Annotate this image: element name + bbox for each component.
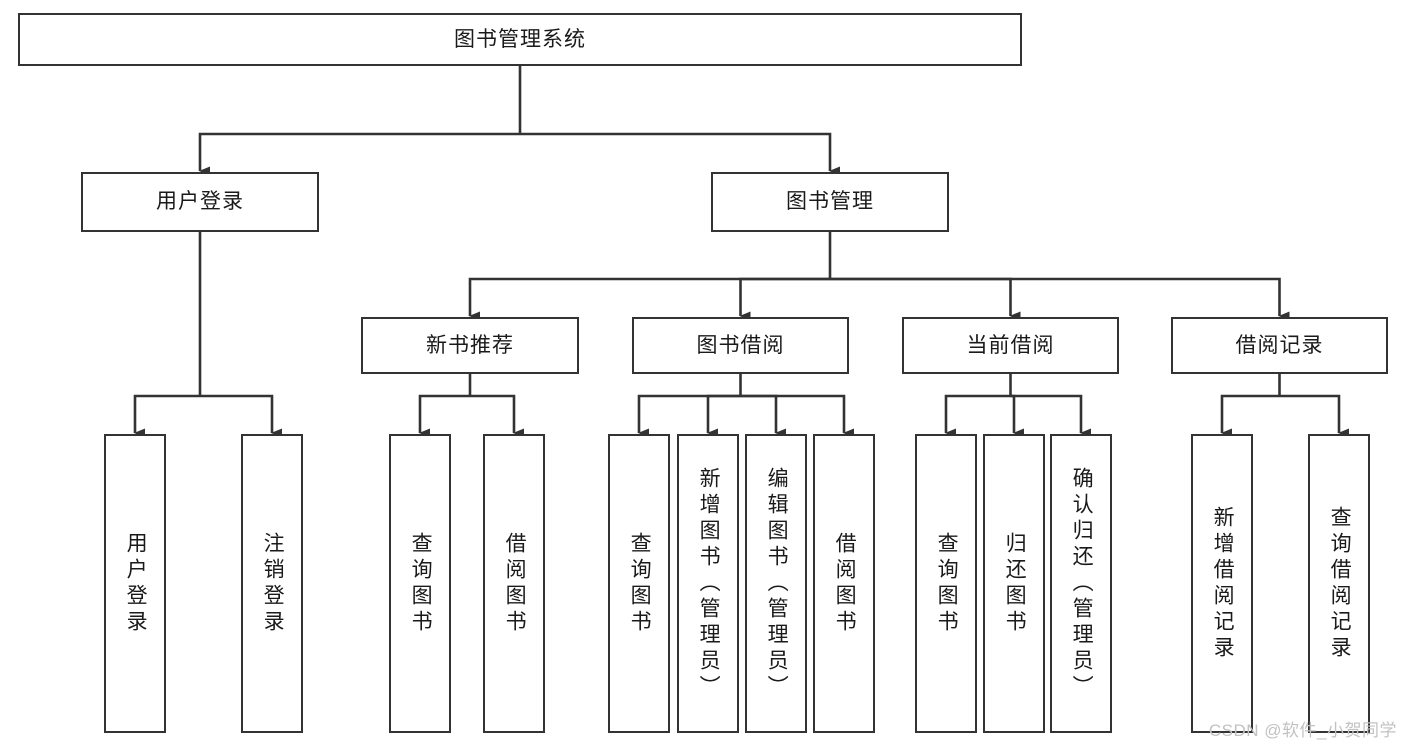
node-l3-editbook[interactable]: 编辑图书（管理员）: [745, 434, 807, 733]
connector-l1-bookmgmt-to-l2-borrow: [739, 277, 830, 321]
connector-l1-login-to-l3-logout: [200, 394, 282, 438]
connector-l2-records-to-l3-queryrec: [1279, 394, 1349, 438]
connector-root-to-l1-bookmgmt: [520, 132, 840, 176]
node-l3-queryrec[interactable]: 查询借阅记录: [1308, 434, 1370, 733]
watermark-label: CSDN @软件_小贺同学: [1208, 721, 1397, 740]
connector-l2-current-to-l3-confirm: [1010, 394, 1091, 438]
connector-l2-newbook-to-l3-query1: [418, 394, 470, 438]
node-l3-query1[interactable]: 查询图书: [389, 434, 451, 733]
node-l3-return[interactable]: 归还图书: [983, 434, 1045, 733]
node-root[interactable]: 图书管理系统: [18, 13, 1022, 66]
node-l2-records[interactable]: 借阅记录: [1171, 317, 1388, 374]
node-l3-query2[interactable]: 查询图书: [608, 434, 670, 733]
node-l2-current[interactable]: 当前借阅: [902, 317, 1119, 374]
connector-l2-records-to-l3-addrec: [1220, 394, 1280, 438]
node-l3-confirm[interactable]: 确认归还（管理员）: [1050, 434, 1112, 733]
connector-l2-borrow-to-l3-borrow2: [740, 394, 854, 438]
connector-l2-current-to-l3-return: [1010, 394, 1024, 438]
connector-l1-bookmgmt-to-l2-records: [830, 277, 1290, 321]
connector-l1-bookmgmt-to-l2-current: [830, 277, 1021, 321]
connector-l2-current-to-l3-query3: [944, 394, 1011, 438]
connector-l2-borrow-to-l3-addbook: [706, 394, 741, 438]
connector-l1-bookmgmt-to-l2-newbook: [468, 277, 830, 321]
node-l3-addbook[interactable]: 新增图书（管理员）: [677, 434, 739, 733]
connector-l1-login-to-l3-userlogin: [133, 394, 200, 438]
connector-l2-borrow-to-l3-query2: [637, 394, 741, 438]
node-l2-newbook[interactable]: 新书推荐: [361, 317, 579, 374]
node-l2-borrow[interactable]: 图书借阅: [632, 317, 849, 374]
node-l3-borrow2[interactable]: 借阅图书: [813, 434, 875, 733]
node-l3-logout[interactable]: 注销登录: [241, 434, 303, 733]
node-l3-query3[interactable]: 查询图书: [915, 434, 977, 733]
node-l3-addrec[interactable]: 新增借阅记录: [1191, 434, 1253, 733]
node-l1-login[interactable]: 用户登录: [81, 172, 319, 232]
node-l3-borrow1[interactable]: 借阅图书: [483, 434, 545, 733]
connector-l2-borrow-to-l3-editbook: [740, 394, 786, 438]
connector-l2-newbook-to-l3-borrow1: [470, 394, 524, 438]
node-l1-bookmgmt[interactable]: 图书管理: [711, 172, 949, 232]
connector-root-to-l1-login: [198, 132, 520, 176]
node-l3-userlogin[interactable]: 用户登录: [104, 434, 166, 733]
